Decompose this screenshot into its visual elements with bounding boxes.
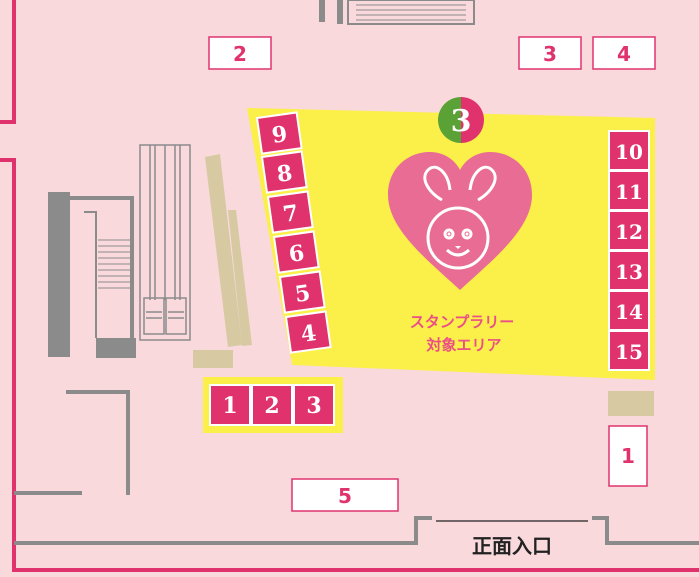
outline-box-1[interactable] (608, 425, 648, 487)
outline-box-5[interactable] (291, 478, 399, 512)
bunny-heart-mascot-icon (388, 152, 532, 290)
booth-12-label: 12 (615, 220, 643, 244)
outline-box-1-label: 1 (621, 444, 635, 468)
diagonal-booths: 9 8 7 6 5 4 (255, 111, 332, 354)
booth-3-label: 3 (306, 393, 321, 419)
stamp-area-label-line1: スタンプラリー (410, 313, 515, 331)
booth-7[interactable] (266, 190, 314, 234)
booth-2[interactable] (251, 384, 293, 426)
booth-6[interactable] (272, 230, 320, 274)
tan-counters (193, 154, 654, 416)
booth-2-label: 2 (264, 393, 279, 419)
booth-11[interactable] (608, 170, 650, 211)
booth-15-label: 15 (615, 340, 643, 364)
outline-boxes: 2 3 4 1 5 (208, 36, 656, 512)
booth-13-label: 13 (615, 260, 643, 284)
booth-14[interactable] (608, 290, 650, 331)
booth-5-label: 5 (293, 280, 312, 308)
booth-10-label: 10 (615, 140, 643, 164)
booth-8-label: 8 (275, 160, 294, 188)
booth-9[interactable] (255, 111, 303, 155)
escalators (139, 144, 191, 341)
left-stairs (48, 192, 136, 358)
outline-box-4[interactable] (592, 36, 656, 70)
right-column-booths: 10 11 12 13 14 15 (608, 130, 650, 371)
booth-10[interactable] (608, 130, 650, 171)
booth-1-label: 1 (222, 393, 237, 419)
outline-box-3[interactable] (518, 36, 582, 70)
booth-3[interactable] (293, 384, 335, 426)
booth-9-label: 9 (270, 121, 289, 149)
outline-box-2-label: 2 (233, 42, 247, 66)
booth-5[interactable] (278, 270, 326, 314)
stamp-area-label-line2: 対象エリア (425, 336, 501, 354)
booth-4[interactable] (284, 310, 332, 354)
outline-box-5-label: 5 (338, 484, 352, 508)
outline-box-2[interactable] (208, 36, 272, 70)
booth-15[interactable] (608, 330, 650, 371)
top-stair-structure (319, 0, 475, 25)
entrance-label: 正面入口 (472, 534, 552, 558)
booth-13[interactable] (608, 250, 650, 291)
booth-14-label: 14 (615, 300, 643, 324)
booth-6-label: 6 (287, 240, 306, 268)
bottom-row-booths: 1 2 3 (209, 384, 335, 426)
outline-box-4-label: 4 (617, 42, 631, 66)
booth-8[interactable] (260, 150, 308, 194)
main-entrance: 正面入口 (436, 520, 588, 558)
outline-box-3-label: 3 (543, 42, 557, 66)
booth-11-label: 11 (615, 180, 643, 204)
booth-4-label: 4 (299, 320, 318, 348)
lower-walls (14, 390, 699, 545)
booth-1[interactable] (209, 384, 251, 426)
area-badge: 3 (438, 97, 484, 143)
booth-7-label: 7 (281, 200, 300, 228)
area-badge-number: 3 (451, 104, 472, 139)
